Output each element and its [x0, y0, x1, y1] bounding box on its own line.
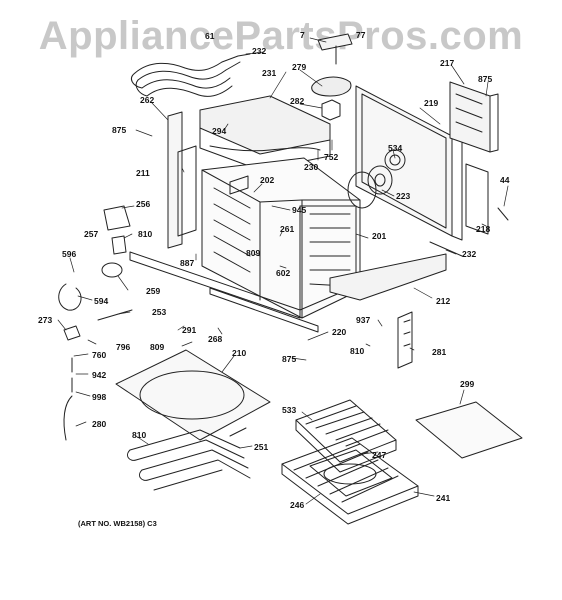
callout-label: 299: [460, 379, 475, 389]
callout-label: 217: [440, 58, 455, 68]
callout-label: 810: [132, 430, 147, 440]
callout-label: 246: [290, 500, 305, 510]
callout-label: 937: [356, 315, 371, 325]
callout-label: 251: [254, 442, 269, 452]
callout-label: 232: [462, 249, 477, 259]
broil-element-part: [131, 53, 251, 97]
callout-label: 253: [152, 307, 167, 317]
back-wall-part: [355, 85, 463, 241]
callout-label: 223: [396, 191, 411, 201]
callout-label: 77: [356, 30, 366, 40]
callout-label: 211: [136, 168, 150, 178]
callout-label: 534: [388, 143, 403, 153]
bake-element-part: [127, 427, 251, 491]
bottom-panel-part: [329, 241, 463, 301]
callout-label: 875: [282, 354, 297, 364]
left-side-panel-part: [167, 111, 197, 249]
callout-label: 942: [92, 370, 107, 380]
callout-label: 533: [282, 405, 297, 415]
callout-label: 809: [150, 342, 165, 352]
callout-label: 212: [436, 296, 451, 306]
callout-label: 282: [290, 96, 305, 106]
bracket-277-part: [317, 33, 353, 65]
broil-pan-246: [309, 449, 393, 497]
callout-label: 809: [246, 248, 261, 258]
callout-label: 810: [138, 229, 153, 239]
callout-label: 268: [208, 334, 223, 344]
callout-label: 945: [292, 205, 307, 215]
callout-label: 291: [182, 325, 197, 335]
callout-label: 281: [432, 347, 447, 357]
callout-label: 261: [280, 224, 295, 234]
callout-label: 294: [212, 126, 227, 136]
callout-label: 220: [332, 327, 347, 337]
oven-cavity-part: [201, 157, 361, 319]
callout-label: 256: [136, 199, 151, 209]
callout-label: 596: [62, 249, 77, 259]
art-number: (ART NO. WB2158) C3: [78, 519, 157, 528]
callout-label: 998: [92, 392, 107, 402]
callout-label: 875: [478, 74, 493, 84]
callout-label: 232: [252, 46, 267, 56]
cover-279-part: [311, 76, 352, 121]
callout-label: 231: [262, 68, 277, 78]
leader-lines: [57, 37, 509, 505]
callout-label: 810: [350, 346, 365, 356]
callout-label: 262: [140, 95, 155, 105]
front-trim-part: [129, 251, 319, 333]
convection-fan-part: [347, 165, 393, 209]
control-box-part: [449, 81, 499, 153]
callout-label: 259: [146, 286, 161, 296]
callout-label: 752: [324, 152, 339, 162]
callout-label: 796: [116, 342, 131, 352]
callout-label: 202: [260, 175, 275, 185]
callout-label: 44: [500, 175, 510, 185]
callout-label: 201: [372, 231, 387, 241]
callout-label: 61: [205, 31, 215, 41]
oven-bottom-part: [115, 349, 271, 441]
callout-label: 594: [94, 296, 109, 306]
callout-label: 257: [84, 229, 99, 239]
callout-label: 760: [92, 350, 107, 360]
callout-label: 280: [92, 419, 107, 429]
callout-label: 218: [476, 224, 491, 234]
callout-label: 602: [276, 268, 291, 278]
callout-label: 219: [424, 98, 439, 108]
callout-label: 230: [304, 162, 319, 172]
callout-label: 7: [300, 30, 305, 40]
bracket-281-part: [397, 311, 413, 369]
callout-label: 875: [112, 125, 127, 135]
thermostat-parts: [58, 205, 133, 441]
callout-label: 247: [372, 450, 387, 460]
tray-299-part: [415, 401, 523, 459]
callout-label: 210: [232, 348, 247, 358]
callout-label: 241: [436, 493, 451, 503]
oven-rack-241: [281, 437, 419, 525]
callout-label: 273: [38, 315, 53, 325]
callout-label: 279: [292, 62, 307, 72]
callout-label: 887: [180, 258, 195, 268]
side-bracket-part: [465, 163, 509, 235]
